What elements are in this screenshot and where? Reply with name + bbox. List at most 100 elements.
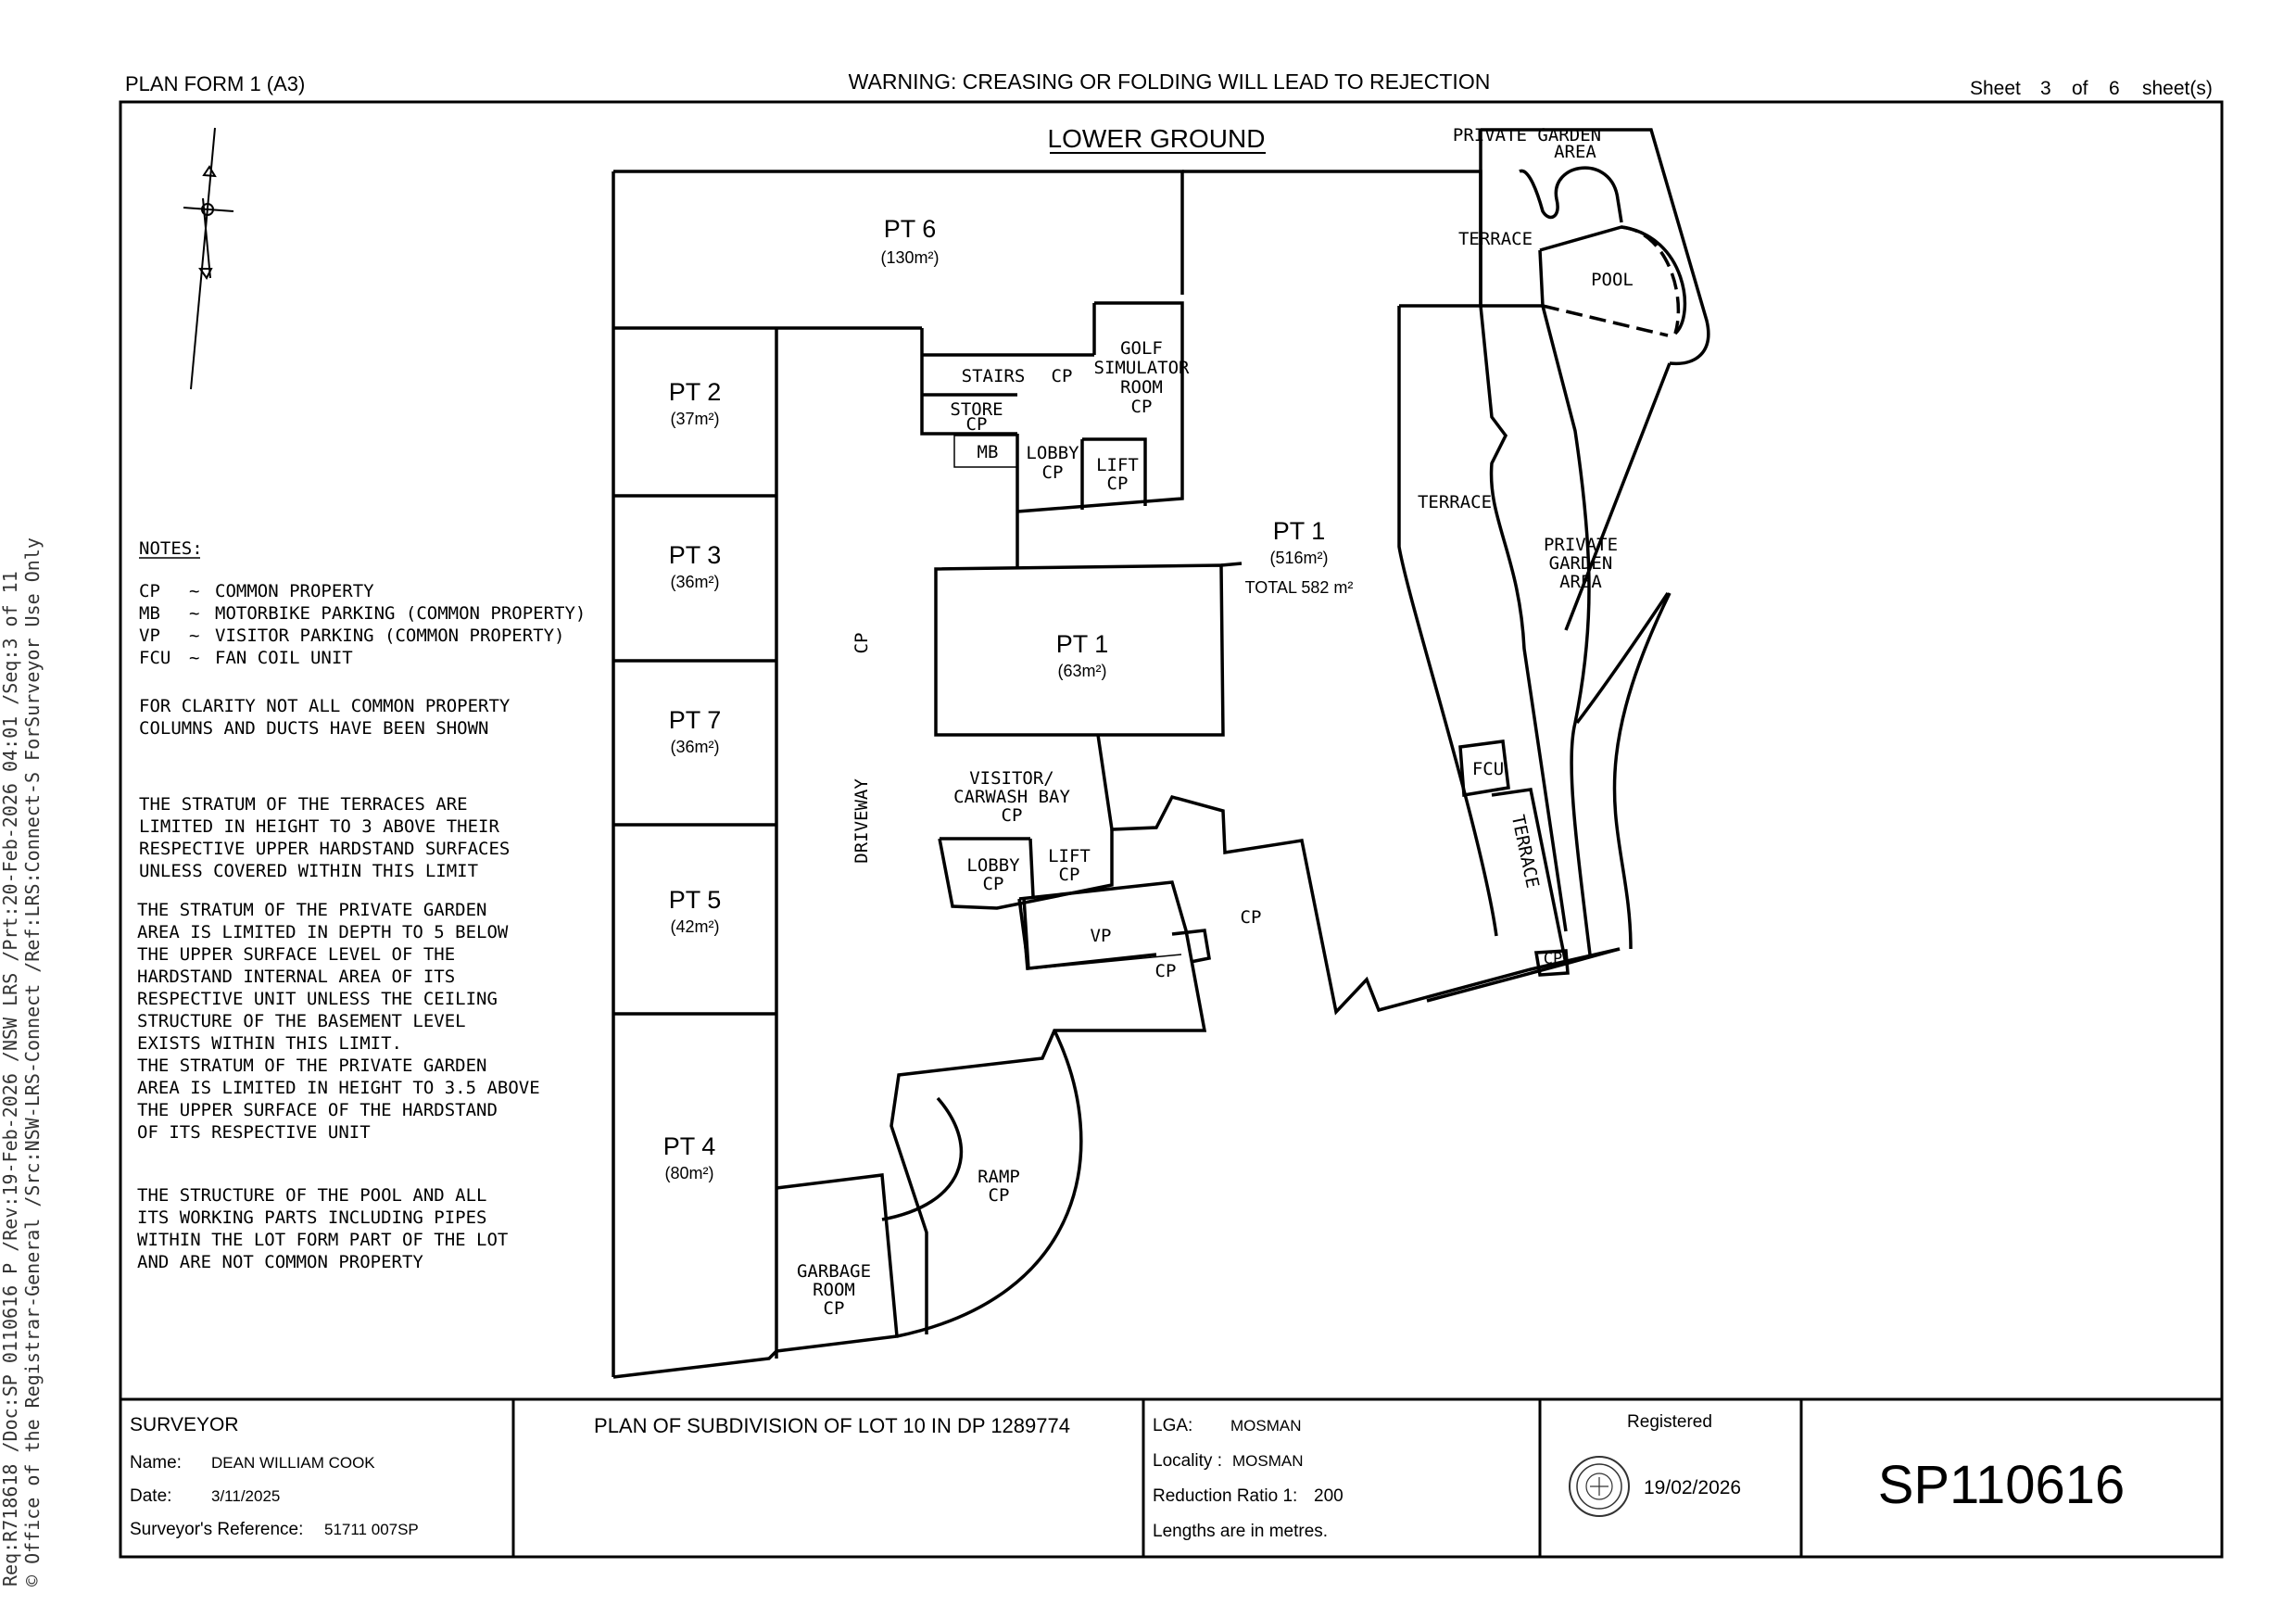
lot-pt1-total: TOTAL 582 m² (1245, 578, 1354, 597)
title-block-grid (511, 1399, 1803, 1557)
notes-clarity-line: COLUMNS AND DUCTS HAVE BEEN SHOWN (139, 718, 489, 739)
pool-label: POOL (1591, 270, 1634, 290)
cp-bottom-label: CP (1544, 950, 1562, 968)
outer-frame (119, 100, 2224, 1559)
notes-garden-line: THE UPPER SURFACE OF THE HARDSTAND (137, 1100, 498, 1120)
lot-pt1-box-area: (63m²) (1058, 662, 1107, 680)
ratio-label: Reduction Ratio 1: (1153, 1486, 1297, 1506)
notes-abbrev-sep: ~ (189, 581, 199, 601)
name-value: DEAN WILLIAM COOK (211, 1454, 375, 1472)
plan-form-label: PLAN FORM 1 (A3) (125, 72, 305, 95)
notes-abbrev-text: COMMON PROPERTY (215, 581, 374, 601)
notes-abbrev-sep: ~ (189, 626, 199, 646)
notes-garden-line: AREA IS LIMITED IN HEIGHT TO 3.5 ABOVE (137, 1078, 540, 1098)
lot-pt5-id: PT 5 (669, 886, 722, 914)
lot-pt5-area: (42m²) (671, 917, 720, 936)
locality-value: MOSMAN (1232, 1452, 1304, 1470)
lift-1-label: LIFT (1096, 455, 1139, 475)
lot-pt3-area: (36m²) (671, 573, 720, 591)
fcu-label: FCU (1472, 759, 1504, 779)
side-stamp-line1: Req:R718618 /Doc:SP 0110616 P /Rev:19-Fe… (0, 571, 21, 1586)
lot-pt7-area: (36m²) (671, 738, 720, 756)
notes-garden-line: THE STRATUM OF THE PRIVATE GARDEN (137, 900, 487, 920)
stairs-label: STAIRS (962, 366, 1026, 386)
plan-title: PLAN OF SUBDIVISION OF LOT 10 IN DP 1289… (594, 1414, 1070, 1437)
garbage-label-3: CP (824, 1298, 845, 1319)
notes-abbrev-code: FCU (139, 648, 170, 668)
notes-garden-line: RESPECTIVE UNIT UNLESS THE CEILING (137, 989, 498, 1009)
lift-2-label: LIFT (1048, 846, 1091, 866)
store-cp-label: CP (966, 414, 988, 435)
lift-1-cp-label: CP (1107, 474, 1129, 494)
registered-label: Registered (1627, 1412, 1712, 1432)
lga-value: MOSMAN (1230, 1417, 1302, 1435)
mb-label: MB (978, 442, 999, 462)
plan-linework (612, 128, 1710, 1379)
private-garden-mid-1: PRIVATE (1544, 535, 1618, 555)
private-garden-mid-3: AREA (1559, 572, 1602, 592)
warning-text: WARNING: CREASING OR FOLDING WILL LEAD T… (849, 70, 1491, 94)
date-value: 3/11/2025 (211, 1487, 280, 1505)
private-garden-mid-2: GARDEN (1549, 553, 1613, 574)
cp-vertical-label: CP (852, 633, 872, 654)
sheet-total: 6 (2109, 78, 2120, 99)
ratio-value: 200 (1314, 1486, 1344, 1506)
notes-abbrev-sep: ~ (189, 648, 199, 668)
sheet-number: 3 (2040, 78, 2051, 99)
golf-label-2: SIMULATOR (1094, 358, 1191, 378)
lift-2-cp-label: CP (1059, 865, 1080, 885)
locality-label: Locality : (1153, 1451, 1222, 1471)
notes-pool-line: THE STRUCTURE OF THE POOL AND ALL (137, 1185, 487, 1206)
lobby-2-label: LOBBY (966, 855, 1020, 876)
lot-pt6-area: (130m²) (880, 248, 939, 267)
store-label: STORE (950, 399, 1003, 420)
plan-number: SP110616 (1878, 1455, 2126, 1515)
vp-label: VP (1091, 926, 1112, 946)
notes-pool-line: AND ARE NOT COMMON PROPERTY (137, 1252, 423, 1272)
notes-garden-line: HARDSTAND INTERNAL AREA OF ITS (137, 967, 455, 987)
lengths-note: Lengths are in metres. (1153, 1522, 1328, 1541)
notes-terraces-line: THE STRATUM OF THE TERRACES ARE (139, 794, 468, 815)
registered-date: 19/02/2026 (1644, 1477, 1741, 1498)
golf-label-4: CP (1131, 397, 1153, 417)
sheet-word: Sheet (1970, 78, 2021, 99)
lot-pt2-area: (37m²) (671, 410, 720, 428)
notes-terraces-line: UNLESS COVERED WITHIN THIS LIMIT (139, 861, 478, 881)
registration-seal-icon (1569, 1456, 1630, 1517)
notes-abbrev-text: VISITOR PARKING (COMMON PROPERTY) (215, 626, 565, 646)
garbage-label-2: ROOM (813, 1280, 855, 1300)
notes-abbrev-code: CP (139, 581, 160, 601)
stairs-cp-label: CP (1052, 366, 1073, 386)
visitor-label-2: CARWASH BAY (953, 787, 1070, 807)
lot-pt7-id: PT 7 (669, 706, 722, 734)
name-label: Name: (130, 1453, 182, 1473)
visitor-label-1: VISITOR/ (969, 768, 1054, 789)
driveway-label: DRIVEWAY (852, 778, 872, 864)
lot-pt3-id: PT 3 (669, 541, 722, 569)
private-garden-top-label: PRIVATE GARDEN (1453, 125, 1601, 145)
notes-abbrev-text: FAN COIL UNIT (215, 648, 353, 668)
notes-garden-line: EXISTS WITHIN THIS LIMIT. (137, 1033, 402, 1054)
notes-terraces-line: LIMITED IN HEIGHT TO 3 ABOVE THEIR (139, 816, 499, 837)
lot-pt6-id: PT 6 (884, 215, 937, 243)
notes-garden-line: THE UPPER SURFACE LEVEL OF THE (137, 944, 455, 965)
notes-clarity-line: FOR CLARITY NOT ALL COMMON PROPERTY (139, 696, 511, 716)
lga-label: LGA: (1153, 1416, 1192, 1435)
notes-abbrev-sep: ~ (189, 603, 199, 624)
ramp-label: RAMP (978, 1167, 1020, 1187)
golf-label-3: ROOM (1120, 377, 1163, 398)
sheets-word: sheet(s) (2142, 78, 2213, 99)
reference-label: Surveyor's Reference: (130, 1520, 303, 1539)
notes-garden-line: AREA IS LIMITED IN DEPTH TO 5 BELOW (137, 922, 509, 942)
notes-abbrev-code: VP (139, 626, 160, 646)
level-title: LOWER GROUND (1048, 124, 1266, 153)
date-label: Date: (130, 1486, 171, 1506)
reference-value: 51711 007SP (324, 1521, 419, 1538)
of-word: of (2072, 78, 2088, 99)
lobby-1-label: LOBBY (1026, 443, 1079, 463)
notes-pool-line: WITHIN THE LOT FORM PART OF THE LOT (137, 1230, 508, 1250)
cp-right-label: CP (1241, 907, 1262, 928)
private-garden-top-label-2: AREA (1554, 142, 1596, 162)
lobby-2-cp-label: CP (983, 874, 1004, 894)
lot-pt4-area: (80m²) (665, 1164, 714, 1182)
